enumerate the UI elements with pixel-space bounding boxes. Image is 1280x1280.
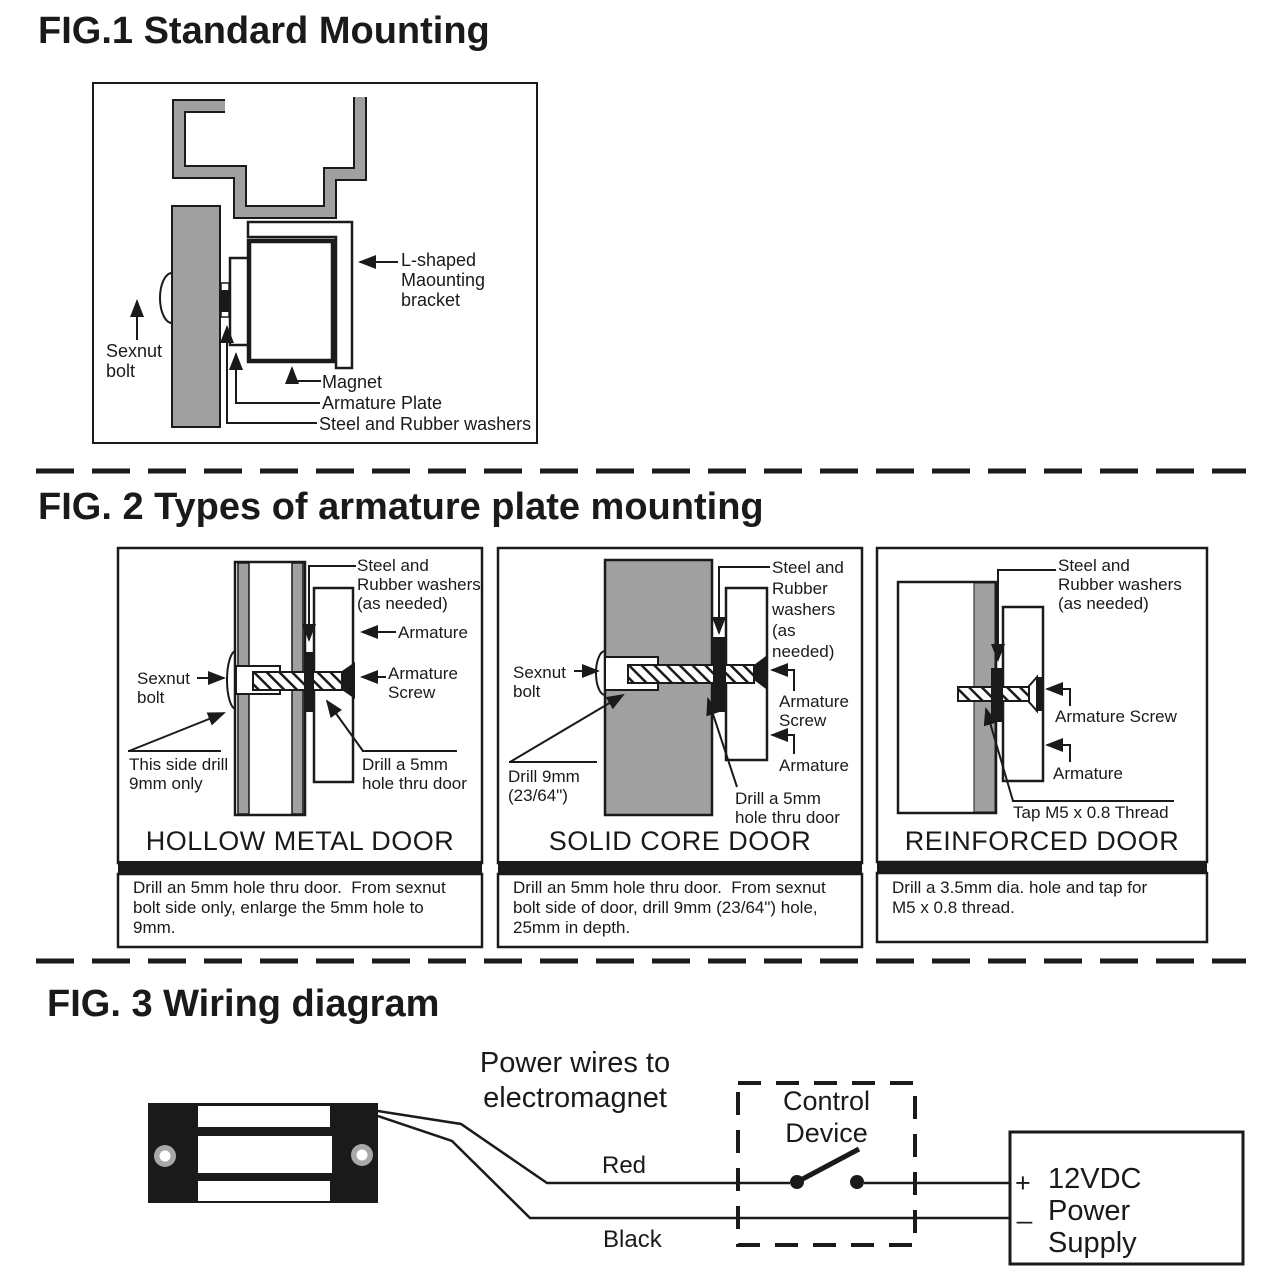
p2-washers-label: Steel and Rubber washers (as needed)	[772, 558, 844, 661]
p3-tap-note: Tap M5 x 0.8 Thread	[1013, 803, 1169, 822]
bolt-shaft-shape	[252, 671, 343, 691]
armature-screw-leader	[1045, 682, 1071, 706]
l-bracket-shape	[246, 220, 354, 370]
fig1-washers-label: Steel and Rubber washers	[319, 414, 532, 434]
armature-plate-shape	[228, 256, 250, 347]
panel-divider-bar	[118, 861, 482, 874]
p1-armature-label: Armature	[398, 623, 468, 642]
bolt-shaft-shape	[627, 664, 755, 684]
panel-divider-bar	[498, 861, 862, 874]
fig1-diagram	[92, 82, 538, 444]
fig1-frame-box	[92, 82, 538, 444]
panel-solid-core-door	[496, 546, 864, 949]
p1-drill-note: Drill a 5mm hole thru door	[362, 755, 467, 793]
fig1-bracket-label: L-shaped Maounting bracket	[401, 250, 486, 310]
caption-box	[116, 872, 484, 949]
magnet-leader	[285, 366, 321, 384]
black-wire	[377, 1114, 1010, 1220]
magnet-pole-slot	[198, 1136, 332, 1173]
drill-note-leader	[706, 697, 738, 788]
panel-reinforced-door	[875, 546, 1209, 944]
door-frame-shape	[174, 97, 365, 217]
magnet-shape	[246, 238, 336, 364]
fig3-title: FIG. 3 Wiring diagram	[47, 983, 440, 1025]
power-supply-label: 12VDC Power Supply	[1048, 1163, 1142, 1259]
fig1-armature-plate-label: Armature Plate	[322, 393, 443, 413]
p2-armature-screw-label: Armature Screw	[779, 692, 849, 730]
p2-sexnut-label: Sexnut bolt	[513, 663, 566, 701]
panel-divider-bar	[877, 861, 1207, 873]
fig3-wiring	[148, 1081, 1245, 1266]
p1-side-note: This side drill 9mm only	[129, 755, 229, 793]
screw-head-band	[1037, 677, 1043, 711]
power-wires-label: Power wires to electromagnet	[479, 1047, 671, 1114]
p1-sexnut-label: Sexnut bolt	[137, 669, 190, 707]
magnet-pole-slot	[198, 1106, 330, 1127]
tap-note-leader	[983, 707, 1014, 802]
red-wire	[377, 1109, 790, 1185]
washers-shape	[991, 668, 1003, 722]
psu-minus-terminal: _	[1017, 1194, 1033, 1224]
p3-door-type: REINFORCED DOOR	[904, 826, 1180, 856]
p2-armature-label: Armature	[779, 756, 849, 775]
black-wire-label: Black	[603, 1226, 662, 1253]
washers-shape	[713, 637, 726, 712]
red-wire-label: Red	[602, 1152, 647, 1179]
p3-armature-screw-label: Armature Screw	[1055, 707, 1177, 726]
p1-armature-screw-label: Armature Screw	[388, 664, 458, 702]
caption-box	[875, 871, 1209, 944]
washers-shape	[304, 652, 314, 712]
armature-leader	[1045, 738, 1071, 762]
screw-head-shape	[754, 656, 766, 689]
p3-armature-label: Armature	[1053, 764, 1123, 783]
control-device-label: Control Device	[782, 1086, 871, 1148]
p1-door-type: HOLLOW METAL DOOR	[145, 826, 455, 856]
drill9-leader	[509, 693, 625, 763]
p2-caption: Drill an 5mm hole thru door. From sexnut…	[513, 878, 826, 937]
armature-leader	[770, 728, 795, 754]
fig1-title: FIG.1 Standard Mounting	[38, 10, 490, 52]
magnet-pole-slot	[198, 1181, 330, 1201]
washers-leader	[712, 566, 770, 635]
psu-plus-terminal: +	[1015, 1168, 1031, 1198]
washers-leader	[220, 325, 317, 424]
side-note-leader	[128, 712, 226, 752]
armature-plate-leader	[229, 352, 320, 404]
power-supply-box	[1008, 1130, 1245, 1266]
control-device-box	[736, 1081, 917, 1247]
caption-box	[496, 872, 864, 949]
switch-contact-right	[850, 1175, 864, 1189]
p1-washers-label: Steel and Rubber washers (as needed)	[357, 556, 481, 613]
switch-lever	[795, 1146, 861, 1185]
fig1-sexnut-label: Sexnut bolt	[106, 341, 163, 381]
p2-drill-note: Drill a 5mm hole thru door	[735, 789, 840, 827]
p3-caption: Drill a 3.5mm dia. hole and tap for M5 x…	[892, 878, 1148, 917]
washers-leader	[302, 565, 356, 642]
screw-head-shape	[342, 662, 355, 699]
p2-door-type: SOLID CORE DOOR	[548, 826, 812, 856]
p2-drill9-note: Drill 9mm (23/64")	[508, 767, 580, 805]
drill-note-leader	[325, 699, 364, 752]
fig2-title: FIG. 2 Types of armature plate mounting	[38, 486, 764, 528]
panel-hollow-metal-door	[116, 546, 484, 949]
p1-caption: Drill an 5mm hole thru door. From sexnut…	[133, 878, 446, 937]
door-shape	[171, 205, 221, 428]
armature-screw-leader	[770, 663, 795, 691]
washers-leader	[991, 569, 1056, 662]
fig1-magnet-label: Magnet	[322, 372, 383, 392]
p3-washers-label: Steel and Rubber washers (as needed)	[1058, 556, 1182, 613]
washer-stack-dark	[221, 290, 229, 312]
